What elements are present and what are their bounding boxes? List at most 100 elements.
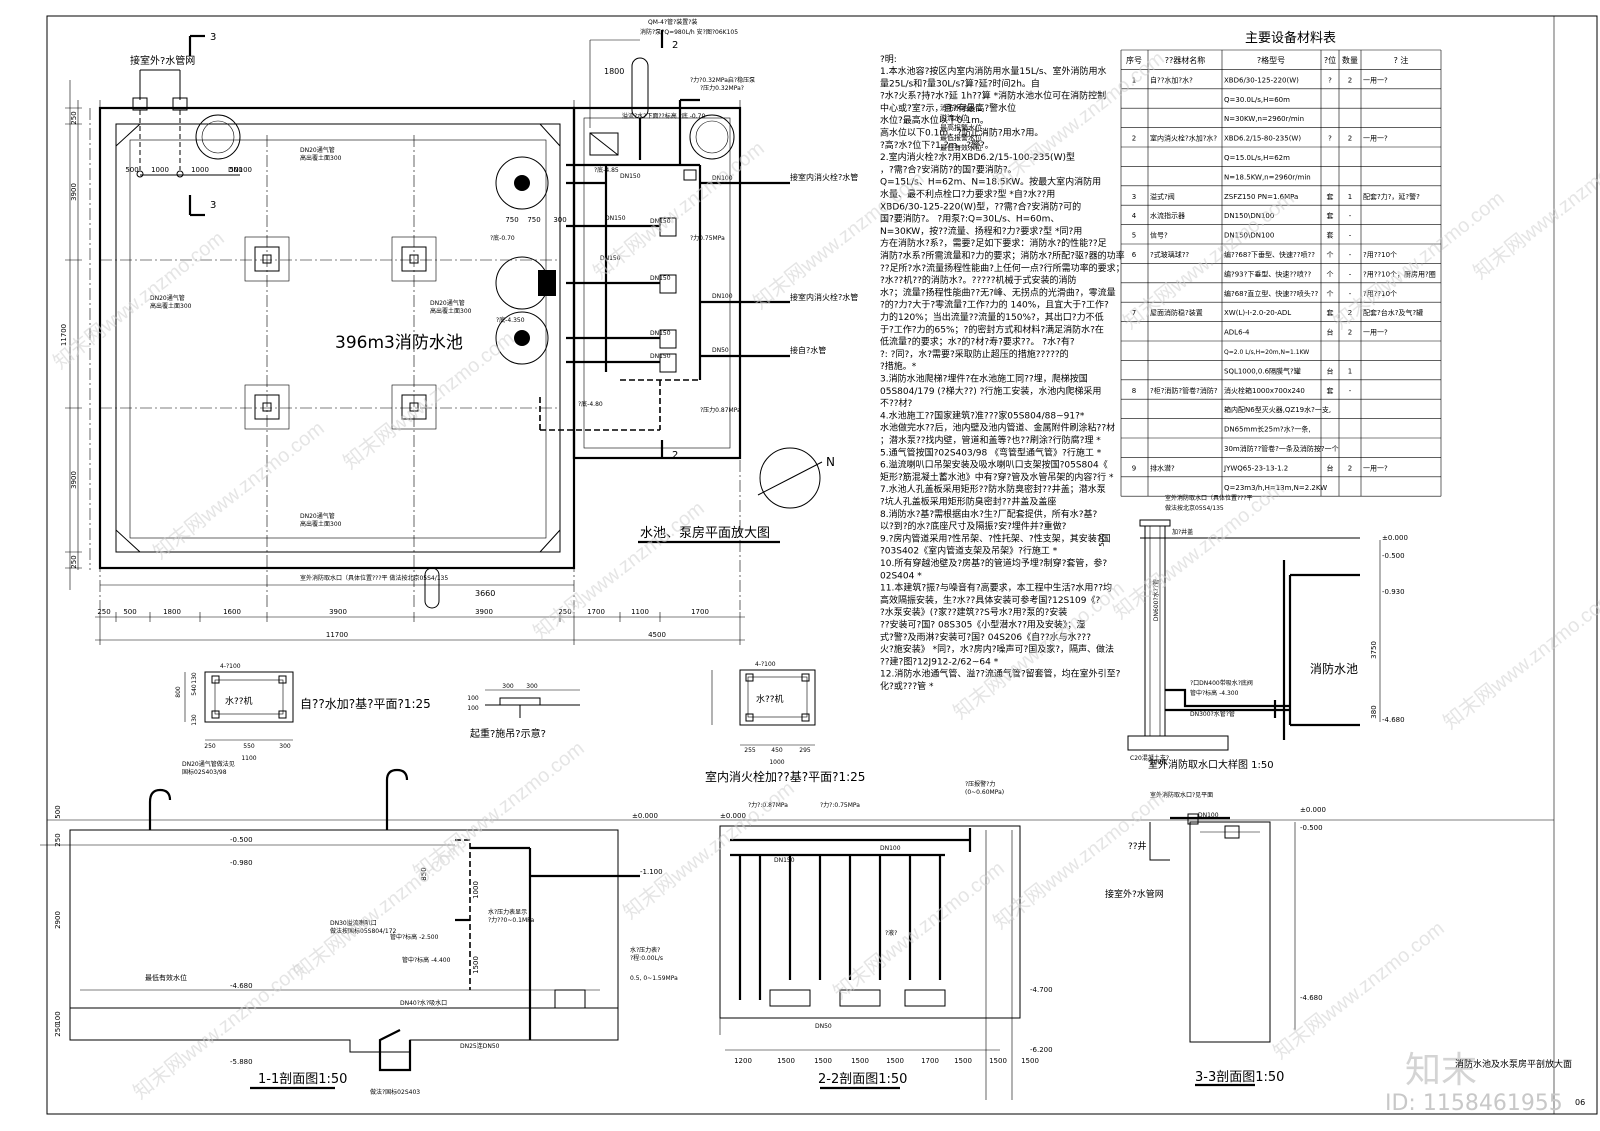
vent-label-1: 高出覆土面300 (150, 302, 192, 310)
s1-elev-1: -0.500 (230, 836, 253, 844)
intake-note-7: 500厚 (1150, 759, 1167, 766)
dim-b-2: 300 (279, 743, 291, 750)
table-cell-3-3: ? (1328, 135, 1332, 143)
pool-label: 396m3消防水池 (335, 333, 463, 353)
watermark-text: 知末网www.znzmo.com (989, 787, 1169, 934)
s1-note-5: 管中?标高 -4.400 (402, 956, 451, 964)
note-line-7: 2.室内消火栓?水?用XBD6.2/15-100-235(W)型 (880, 151, 1075, 163)
note-line-11: XBD6/30-125-220(W)型，??需?合?安消防?可的 (880, 200, 1081, 212)
table-header-0: 序号 (1126, 55, 1142, 65)
table-cell-20-2: JYWQ65-23-13-1.2 (1223, 464, 1288, 472)
note-line-49: 12.消防水池通气管、溢??流通气管?留套管，均在室外引至? (880, 668, 1121, 680)
pump-base-indoor-title: 室内消火栓加??基?平面?1:25 (705, 769, 865, 784)
manhole-cover (195, 114, 241, 160)
s2-note-4: 0.5, 0~1.59MPa (630, 975, 678, 982)
s1-elev-3: -4.680 (230, 982, 253, 990)
pool-columns (244, 236, 437, 430)
note-line-50: 化?或???管 * (880, 680, 934, 692)
note-line-37: 以?到?的水?底座尺寸及隔振?安?埋件并?重做? (880, 520, 1067, 532)
note-line-16: ??足所?水?流量扬程性能曲?上任何一点?行所需功率的要求； (880, 262, 1125, 274)
table-cell-9-4: - (1349, 251, 1352, 259)
s2-note-8: DN100 (880, 845, 901, 852)
floor-drain-note: 溢流?水?下面??标高 ?底 -0.70 (622, 112, 705, 120)
section-mark-3-top: 3 (210, 32, 216, 43)
note-line-33: 矩形?筋混凝土蓄水池》中有?穿?管及水管吊架的内容?行 * (880, 471, 1114, 483)
intake-dim-380: 380 (1370, 705, 1378, 718)
s1-dim-5: 1500 (472, 956, 480, 974)
note-line-18: 水?；流量?扬程性能曲??无?峰、无拐点的光滑曲?，零流量 (880, 286, 1116, 298)
note-line-4: 水位?最高水位以下0.1m。 (880, 114, 989, 126)
s2-note-3: ?程:0.00L/s (630, 954, 663, 962)
pipe-dn-6: DN100 (712, 293, 733, 300)
note-line-38: 9.?房内管道采用?性吊架、?性托架、?性支架，其安装?国 (880, 532, 1110, 544)
s1-note-8: 水?压力表显示 (488, 908, 527, 916)
dim-bottom-6: 250 (558, 608, 571, 616)
s1-dim-1: 250 (54, 833, 62, 846)
note-line-22: 低流量?的要求；水?的?材?寿?要求??。 ?水?有? (880, 336, 1075, 348)
vent-label-2: DN20通气管 (430, 299, 465, 307)
dim-bottom-3: 1600 (223, 608, 241, 616)
note-line-21: 于?工作?力的65%；?的密封方式和材料?满足消防水?在 (880, 323, 1104, 335)
dim-bottom-1: 500 (123, 608, 136, 616)
pressure-label-0: ?压力0.32MPa? (700, 84, 744, 92)
dim-d-2: 295 (799, 747, 811, 754)
s1-note-9: ?力??0~0.1MPa (488, 916, 534, 924)
intake-elev-0: ±0.000 (1382, 534, 1408, 542)
pump-base-self-title: 自??水加?基?平面?1:25 (300, 697, 431, 711)
pipe-dn-8: DN50 (712, 347, 729, 354)
section-1-annotations: ±0.000-0.500-0.980-4.680-5.880-1.1005002… (54, 760, 663, 1096)
pump-label-1: 接室内消火栓?水管 (790, 292, 858, 302)
dim-bottom-9: 1700 (691, 608, 709, 616)
level-note-4: 最低有效水位 (940, 143, 982, 152)
table-cell-20-1: 排水潜? (1150, 463, 1175, 472)
dim-b-0: 250 (204, 743, 216, 750)
dim-bottom-2: 1800 (163, 608, 181, 616)
table-cell-15-3: 台 (1327, 366, 1334, 375)
pipe-dn-9: DN150 (600, 255, 621, 262)
s2-dim-8: 1500 (1021, 1057, 1039, 1065)
page-number: 06 (1575, 1098, 1585, 1107)
top-note-0: QM-4?管?装置?装 (648, 18, 697, 26)
intake-dim-3750: 3750 (1370, 641, 1378, 659)
table-cell-9-3: 个 (1327, 251, 1334, 259)
dim-1800: 1800 (604, 67, 624, 76)
sump-note: 室外消防取水口（具体位置???平 做法按北京05S4/135 (300, 574, 448, 582)
dim-d-1: 450 (771, 747, 783, 754)
s2-dim-1: 1500 (777, 1057, 795, 1065)
s3-elev-1: -0.500 (1300, 824, 1323, 832)
s3-elev-2: -4.680 (1300, 994, 1323, 1002)
note-line-36: 8.消防水?基?需根据由水?生?厂配套提供，所有水?基? (880, 508, 1097, 520)
notes-title: ?明: (880, 54, 897, 65)
pump-label-0: 接室内消火栓?水管 (790, 172, 858, 182)
table-cell-8-0: 5 (1132, 232, 1136, 240)
s2-note-9: DN50 (815, 1023, 832, 1030)
s3-elev-0: ±0.000 (1300, 806, 1326, 814)
note-line-6: ?高?水?位下?1.?m。?警?。 (880, 139, 994, 151)
intake-note-3: ?口DN400带吸水?底阀 (1190, 679, 1253, 687)
section-1-title: 1-1剖面图1:50 (258, 1072, 347, 1087)
table-cell-8-2: DN150\DN100 (1224, 232, 1274, 240)
table-cell-12-5: 配套?台水?及气?罐 (1363, 308, 1423, 317)
outdoor-intake-detail (1127, 519, 1381, 751)
table-cell-6-2: ZSFZ150 PN=1.6MPa (1224, 193, 1298, 201)
table-cell-0-2: XBD6/30-125-220(W) (1224, 76, 1299, 84)
pipe-dn-0: DN150 (620, 173, 641, 180)
dim-top-0: 500 (125, 166, 138, 174)
dim-pump-0: 750 (505, 216, 518, 224)
dim-bottom-total: 11700 (326, 631, 348, 639)
note-line-17: ?水??机??的消防水?。?????机械于式安装的消防 (880, 274, 1077, 286)
note-line-30: ；潜水泵??找内壁，管道和盖等?也??刷涂?行防腐?理 * (880, 434, 1101, 446)
watermark-text: 知末网www.znzmo.com (589, 137, 769, 284)
table-cell-3-4: 2 (1348, 135, 1352, 143)
table-cell-15-4: 1 (1348, 367, 1352, 375)
table-cell-12-3: 套 (1327, 308, 1334, 317)
pressure-label-1: ?力0.75MPa (690, 234, 725, 242)
table-cell-10-5: ?用??10个，厨房用?圈 (1363, 269, 1436, 278)
table-cell-12-4: 2 (1348, 309, 1352, 317)
vent-label-1: DN20通气管 (150, 294, 185, 302)
dim-dn100: DN100 (228, 166, 252, 174)
